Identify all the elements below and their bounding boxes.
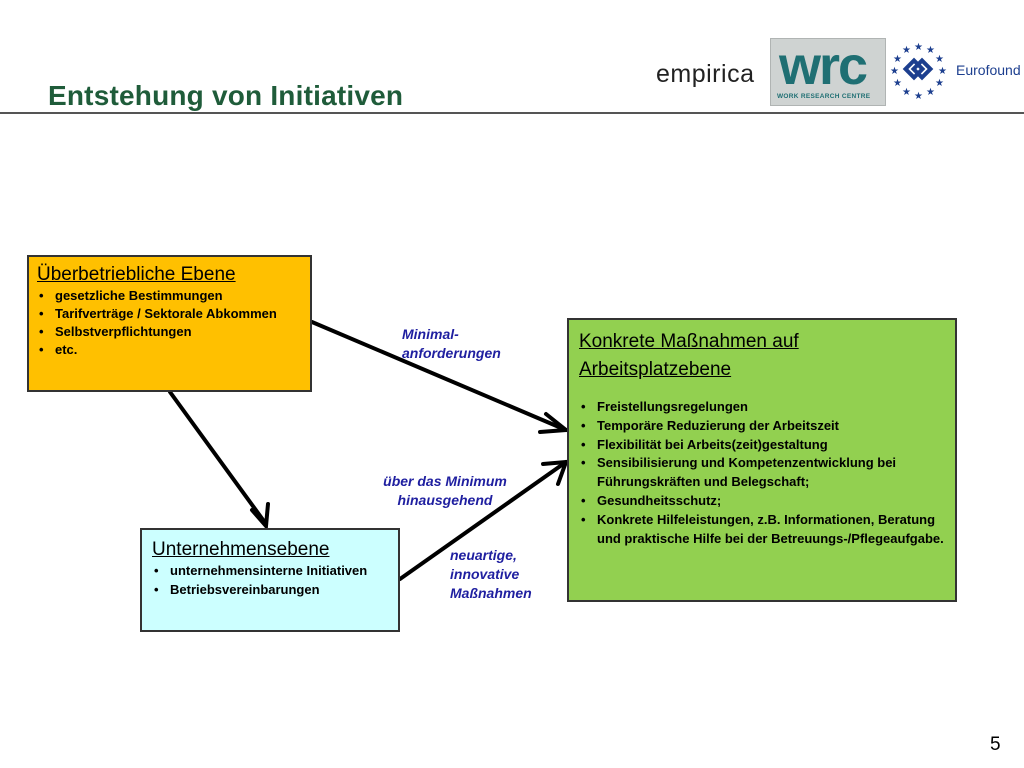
box-heading: Konkrete Maßnahmen auf Arbeitsplatzebene (579, 331, 799, 380)
label-minimalanforderungen: Minimal- anforderungen (402, 325, 501, 363)
list-item: gesetzliche Bestimmungen (37, 287, 302, 305)
eurofound-stars-icon: ★ ★ ★ ★ ★ ★ ★ ★ ★ ★ ★ ★ (890, 42, 947, 102)
svg-text:★: ★ (935, 78, 944, 89)
list-item: Flexibilität bei Arbeits(zeit)gestaltung (579, 436, 945, 455)
svg-text:★: ★ (914, 91, 923, 102)
svg-text:★: ★ (893, 54, 902, 65)
page-number: 5 (990, 734, 1001, 755)
bullet-list: gesetzliche Bestimmungen Tarifverträge /… (37, 287, 302, 359)
title-divider (0, 112, 1024, 114)
box-unternehmensebene: Unternehmensebene unternehmensinterne In… (140, 528, 400, 632)
svg-text:★: ★ (926, 87, 935, 98)
bullet-list: unternehmensinterne Initiativen Betriebs… (152, 562, 388, 599)
label-line: innovative (450, 566, 520, 582)
empirica-logo-text: empirica (656, 60, 755, 88)
page-title: Entstehung von Initiativen (48, 80, 404, 111)
box-heading: Unternehmensebene (152, 539, 330, 560)
arrow-ueb-to-unt (168, 390, 268, 526)
label-line: hinausgehend (397, 492, 493, 508)
svg-text:★: ★ (938, 66, 947, 77)
box-heading: Überbetriebliche Ebene (37, 264, 236, 285)
list-item: Temporäre Reduzierung der Arbeitszeit (579, 417, 945, 436)
wrc-logo: wrc WORK RESEARCH CENTRE (770, 36, 886, 106)
label-neuartige-massnahmen: neuartige, innovative Maßnahmen (450, 546, 532, 603)
svg-text:★: ★ (890, 66, 899, 77)
box-ueberbetriebliche-ebene: Überbetriebliche Ebene gesetzliche Besti… (27, 255, 312, 392)
bullet-list: Freistellungsregelungen Temporäre Reduzi… (579, 398, 945, 548)
list-item: Gesundheitsschutz; (579, 492, 945, 511)
arrowhead-ueb-to-konk (538, 412, 572, 434)
list-item: Selbstverpflichtungen (37, 323, 302, 341)
list-item: etc. (37, 341, 302, 359)
svg-text:★: ★ (914, 42, 923, 53)
svg-text:★: ★ (926, 45, 935, 56)
label-line: neuartige, (450, 547, 517, 563)
arrowhead-unt-to-konk (541, 459, 569, 486)
label-ueber-das-minimum: über das Minimum hinausgehend (360, 472, 530, 510)
svg-text:★: ★ (902, 87, 911, 98)
list-item: Betriebsvereinbarungen (152, 581, 388, 600)
svg-text:★: ★ (902, 45, 911, 56)
label-line: Minimal- (402, 326, 459, 342)
list-item: Sensibilisierung und Kompetenzentwicklun… (579, 454, 945, 492)
arrowhead-ueb-to-unt (250, 502, 270, 531)
wrc-logo-text: wrc (779, 36, 868, 96)
list-item: Konkrete Hilfeleistungen, z.B. Informati… (579, 511, 945, 549)
list-item: unternehmensinterne Initiativen (152, 562, 388, 581)
label-line: anforderungen (402, 345, 501, 361)
empirica-logo: empirica (656, 44, 766, 104)
label-line: Maßnahmen (450, 585, 532, 601)
box-konkrete-massnahmen: Konkrete Maßnahmen auf Arbeitsplatzebene… (567, 318, 957, 602)
label-line: über das Minimum (383, 473, 507, 489)
svg-text:★: ★ (893, 78, 902, 89)
wrc-logo-subtitle: WORK RESEARCH CENTRE (777, 93, 871, 100)
list-item: Tarifverträge / Sektorale Abkommen (37, 305, 302, 323)
svg-text:★: ★ (935, 54, 944, 65)
eurofound-logo-text: Eurofound (956, 62, 1021, 78)
list-item: Freistellungsregelungen (579, 398, 945, 417)
eurofound-logo: ★ ★ ★ ★ ★ ★ ★ ★ ★ ★ ★ ★ Eurofound (886, 40, 1022, 102)
